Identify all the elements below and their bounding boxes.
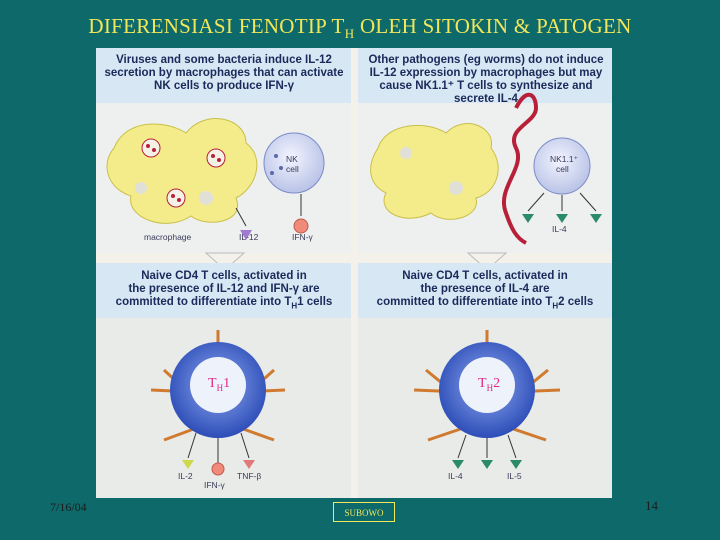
label-macrophage: macrophage — [144, 232, 191, 242]
mid-right-line-2: the presence of IL-4 are — [362, 283, 608, 296]
title-rest: OLEH SITOKIN & PATOGEN — [354, 14, 631, 38]
mid-right-caption: Naive CD4 T cells, activated in the pres… — [362, 270, 608, 312]
label-ifn-gamma: IFN-γ — [292, 232, 313, 242]
top-left-caption: Viruses and some bacteria induce IL-12 s… — [104, 54, 344, 93]
th1-label: TH1 — [208, 376, 230, 393]
mid-left-line-2: the presence of IL-12 and IFN-γ are — [102, 283, 346, 296]
title-main: DIFERENSIASI FENOTIP T — [88, 14, 344, 38]
label-ifn-gamma-bottom: IFN-γ — [204, 480, 225, 490]
mid-right-line-1: Naive CD4 T cells, activated in — [362, 270, 608, 283]
label-il5: IL-5 — [507, 471, 522, 481]
ifn-gamma-circle — [294, 219, 308, 233]
author-box: SUBOWO — [333, 502, 395, 522]
textbook-figure: Viruses and some bacteria induce IL-12 s… — [96, 48, 612, 498]
page-number: 14 — [645, 498, 658, 514]
mid-left-line-3: committed to differentiate into TH1 cell… — [102, 296, 346, 312]
mid-right-line-3: committed to differentiate into TH2 cell… — [362, 296, 608, 312]
label-nk11-2: cell — [556, 164, 569, 174]
slide-title: DIFERENSIASI FENOTIP TH OLEH SITOKIN & P… — [0, 14, 720, 42]
label-il4-top: IL-4 — [552, 224, 567, 234]
label-il12: IL-12 — [239, 232, 258, 242]
top-right-caption: Other pathogens (eg worms) do not induce… — [364, 54, 608, 106]
label-nk-1: NK — [286, 154, 298, 164]
label-nk-2: cell — [286, 164, 299, 174]
mid-left-caption: Naive CD4 T cells, activated in the pres… — [102, 270, 346, 312]
mid-left-line-1: Naive CD4 T cells, activated in — [102, 270, 346, 283]
title-subscript: H — [345, 26, 355, 41]
label-il4-bottom: IL-4 — [448, 471, 463, 481]
slide-date: 7/16/04 — [50, 500, 87, 515]
label-tnf-beta: TNF-β — [237, 471, 261, 481]
th2-label: TH2 — [478, 376, 500, 393]
label-il2: IL-2 — [178, 471, 193, 481]
